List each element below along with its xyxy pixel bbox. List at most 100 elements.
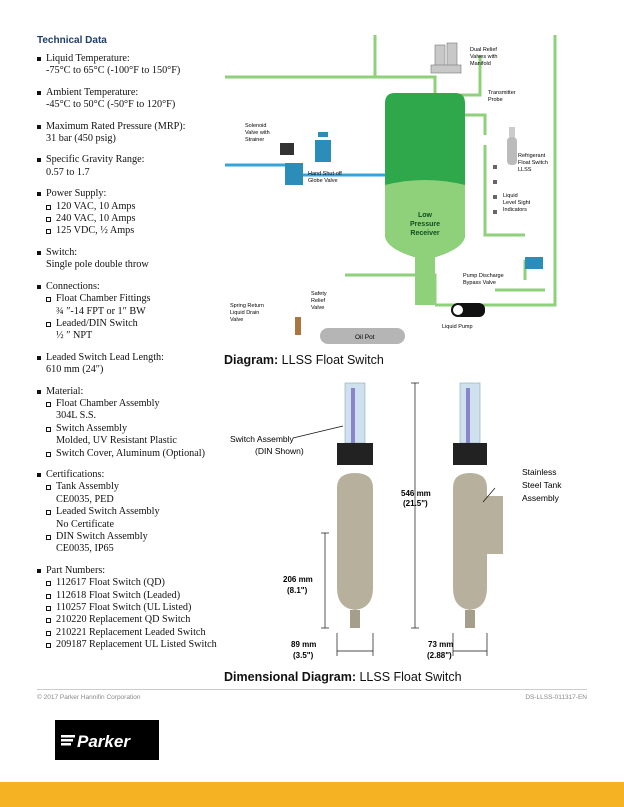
stainless-label: Assembly [522,493,560,503]
part-number: 210221 [56,626,87,638]
material-item: Switch Assembly [46,423,227,435]
parker-logo-text: Parker [77,732,131,751]
cert-item: Leaded Switch Assembly [46,506,227,518]
spec-label: Part Numbers: [46,564,106,576]
spring-return-label: Liquid Drain [230,310,259,316]
spec-value: -45°C to 50°C (-50°F to 120°F) [46,99,176,111]
spec-liquid-temperature: Liquid Temperature: -75°C to 65°C (-100°… [37,53,227,78]
refrigerant-float-switch [507,127,517,165]
stainless-label: Steel Tank [522,480,562,490]
part-description: Replacement UL Listed Switch [89,639,217,651]
cert-value: No Certificate [56,518,114,530]
spec-label: Ambient Temperature: [46,86,139,98]
pump-bypass-valve [525,257,543,269]
spec-label: Material: [46,385,84,397]
diagram-caption: Diagram: LLSS Float Switch [224,353,384,367]
part-number: 112617 [56,577,87,589]
float-switch-label: Refrigerant [518,153,546,159]
power-item: 120 VAC, 10 Amps [46,201,227,213]
spring-return-label: Valve [230,317,243,323]
receiver-label-2: Pressure [410,221,440,228]
dual-relief-label: Valves with [470,54,497,60]
spec-label: Power Supply: [46,188,107,200]
material-value: 304L S.S. [56,410,97,422]
dim-206-mm: 206 mm [283,575,313,584]
part-number: 210220 [56,614,87,626]
dimensional-caption: Dimensional Diagram: LLSS Float Switch [224,670,462,684]
spec-label: Leaded Switch Lead Length: [46,351,164,363]
part-description: Float Switch (UL Listed) [89,602,192,614]
cert-value: CE0035, IP65 [56,543,114,555]
connection-item: Float Chamber Fittings [46,293,227,305]
part-number: 112618 [56,589,87,601]
stainless-label: Stainless [522,467,557,477]
switch-assembly-label: (DIN Shown) [255,446,304,456]
cert-value: CE0035, PED [56,493,114,505]
bypass-label: Bypass Valve [463,280,496,286]
dim-73-mm: 73 mm [428,640,453,649]
switch-assembly-label: Switch Assembly [230,434,295,444]
solenoid-label: Valve with [245,130,270,136]
sight-label: Level Sight [503,200,531,206]
safety-relief-label: Relief [311,298,326,304]
spec-value: 0.57 to 1.7 [46,166,90,178]
pump-label: Liquid Pump [442,324,473,330]
piping-diagram: Low Pressure Receiver Dual Relief Valves… [225,35,557,344]
part-description: Replacement Leaded Switch [89,626,206,638]
spec-max-pressure: Maximum Rated Pressure (MRP): 31 bar (45… [37,121,227,146]
document-number: DS-LLSS-011317-EN [525,694,587,701]
dimensional-caption-text: LLSS Float Switch [355,670,462,684]
spec-label: Certifications: [46,468,105,480]
spec-specific-gravity: Specific Gravity Range: 0.57 to 1.7 [37,154,227,179]
dimensional-diagram: Switch Assembly (DIN Shown) Stainless St… [230,382,562,660]
part-description: Float Switch (QD) [89,577,165,589]
sight-label: Liquid [503,193,518,199]
oil-pot-label: Oil Pot [355,334,375,341]
spec-list: Liquid Temperature: -75°C to 65°C (-100°… [37,53,227,661]
float-switch-label: Float Switch [518,160,548,166]
oil-pot [320,328,405,344]
spec-value: 31 bar (450 psig) [46,133,116,145]
parker-logo: Parker [55,720,159,760]
liquid-pump [451,303,485,317]
spec-certifications: Certifications: Tank Assembly CE0035, PE… [37,469,227,556]
dim-89-in: (3.5") [293,651,314,660]
hand-valve-label: Globe Valve [308,178,338,184]
technical-data-title: Technical Data [37,35,107,46]
power-item: 240 VAC, 10 Amps [46,213,227,225]
part-description: Float Switch (Leaded) [89,589,181,601]
spec-label: Switch: [46,246,78,258]
material-value: Molded, UV Resistant Plastic [56,435,177,447]
part-number: 110257 [56,602,87,614]
spec-label: Maximum Rated Pressure (MRP): [46,120,186,132]
spring-return-label: Spring Return [230,303,264,309]
transmitter-label: Probe [488,97,503,103]
dimensional-caption-bold: Dimensional Diagram: [224,670,356,684]
solenoid-label: Strainer [245,137,264,143]
transmitter-label: Transmitter [488,90,516,96]
float-switch-din [337,382,373,628]
dual-relief-label: Manifold [470,61,491,67]
spec-label: Specific Gravity Range: [46,154,145,166]
part-number: 209187 [56,639,87,651]
connection-item: Leaded/DIN Switch [46,318,227,330]
spec-switch: Switch: Single pole double throw [37,247,227,272]
part-description: Replacement QD Switch [89,614,191,626]
dim-546-in: (21.5") [403,499,428,508]
dim-206-in: (8.1") [287,586,308,595]
spec-power-supply: Power Supply: 120 VAC, 10 Amps 240 VAC, … [37,188,227,238]
dim-546-mm: 546 mm [401,489,431,498]
material-item: Switch Cover, Aluminum (Optional) [46,448,227,460]
spec-label: Liquid Temperature: [46,53,130,64]
hand-globe-valve [315,132,331,162]
float-switch-label: LLSS [518,167,532,173]
parker-logo-graphic: Parker [61,732,131,751]
spec-value: 610 mm (24″) [46,364,104,376]
dim-89-mm: 89 mm [291,640,316,649]
dim-73-in: (2.88") [427,651,452,660]
receiver-label-1: Low [418,212,433,219]
